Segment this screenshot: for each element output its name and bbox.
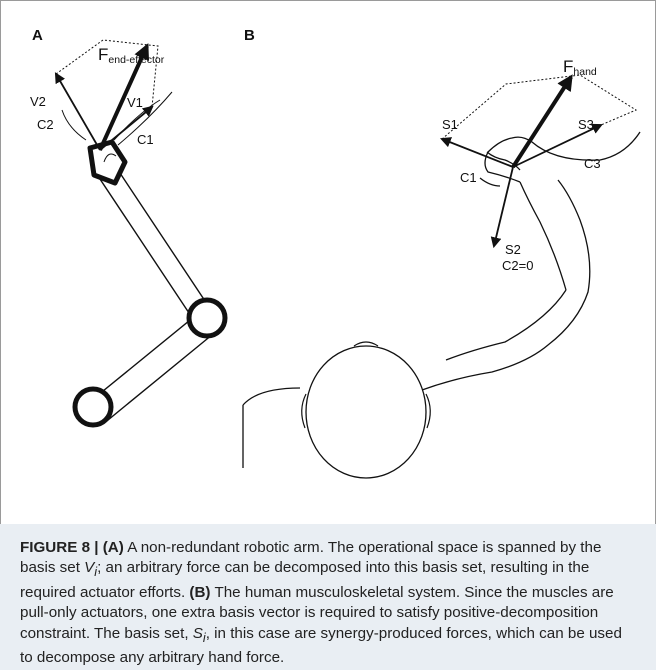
c1-swoosh-outer (117, 91, 173, 146)
caption-tag-a: (A) (102, 539, 124, 556)
caption-var-s: S (192, 624, 203, 642)
b-c1-label: C1 (460, 170, 477, 185)
s3-vector (512, 123, 603, 168)
c2-swoosh (61, 109, 87, 141)
finger-lines (486, 151, 521, 171)
a-force-label: Fend-effector (98, 45, 165, 66)
caption-tag-b: (B) (189, 583, 211, 601)
hand-force (511, 74, 573, 169)
caption-var-v-sub: i (94, 565, 98, 580)
v1-label: V1 (127, 95, 143, 110)
caption-b-text-1: The human musculoskeletal system. Since … (20, 583, 614, 642)
head (305, 345, 427, 479)
robot-arm (91, 153, 220, 421)
right-ear (425, 393, 431, 429)
v2-label: V2 (30, 94, 46, 109)
c1-label: C1 (137, 132, 154, 147)
s2-label: S2 (505, 242, 521, 257)
panel-b: B Fhand S1 S3 C1 C3 S2 C2=0 (242, 27, 641, 479)
caption-b-text-2: , in this case are synergy-produced forc… (20, 624, 622, 667)
panel-b-letter: B (244, 27, 255, 44)
caption-var-s-sub: i (202, 630, 206, 645)
panel-a-letter: A (32, 27, 43, 44)
v2-vector (54, 72, 101, 151)
s3-label: S3 (578, 117, 594, 132)
v1-vector (99, 105, 154, 151)
right-arm-inner (445, 289, 567, 361)
end-effector-arc (103, 153, 117, 163)
figure-caption: FIGURE 8 | (A) A non-redundant robotic a… (0, 524, 656, 670)
c2-zero-label: C2=0 (502, 258, 533, 273)
end-effector (87, 139, 128, 186)
panel-a: A Fend-effector V2 V1 C2 C1 (30, 27, 228, 428)
parallelogram-b (441, 74, 638, 140)
elbow-joint (186, 297, 228, 339)
caption-var-v: V (84, 559, 95, 577)
c3-label: C3 (584, 156, 601, 171)
caption-a-text-1: A non-redundant robotic arm. The operati… (20, 539, 602, 577)
hand-outline (484, 131, 641, 183)
end-effector-force (98, 43, 150, 151)
parallelogram-a (55, 39, 159, 108)
b-force-label: Fhand (563, 57, 597, 78)
left-ear (301, 393, 307, 429)
c2-label: C2 (37, 117, 54, 132)
base-joint (72, 386, 114, 428)
c1-swoosh (113, 99, 161, 141)
thumb (479, 177, 501, 187)
s1-label: S1 (442, 117, 458, 132)
caption-a-text-2: ; an arbitrary force can be decomposed i… (20, 559, 590, 601)
nose (353, 341, 379, 347)
forearm-inner (519, 181, 567, 291)
figure-illustration: A Fend-effector V2 V1 C2 C1 B (30, 27, 641, 479)
human-body (242, 131, 641, 468)
left-shoulder (242, 387, 301, 406)
caption-label: FIGURE 8 | (20, 539, 103, 556)
s1-vector (439, 137, 514, 168)
s2-vector (490, 166, 514, 249)
right-arm-lower-contour (421, 179, 591, 391)
